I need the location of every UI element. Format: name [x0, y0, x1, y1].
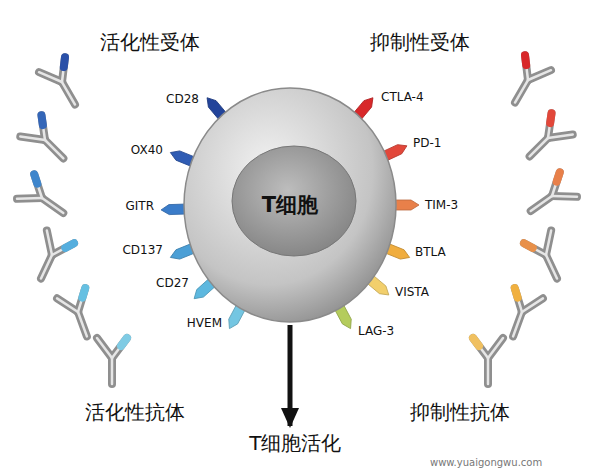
antibody [524, 231, 571, 285]
antibody-group [17, 55, 577, 384]
antibody [502, 55, 551, 110]
watermark: www.yuaigongwu.com [430, 457, 542, 469]
antibody [522, 172, 577, 223]
group-heading: 活化性受体 [100, 30, 200, 54]
node-text: T细胞 [262, 191, 318, 219]
nucleus [232, 146, 356, 256]
antibody [97, 338, 127, 384]
receptor-name: GITR [125, 199, 154, 213]
node-text: T细胞活化 [249, 430, 342, 457]
activation-arrow [288, 325, 293, 426]
cell-body: T细胞 [183, 87, 397, 323]
antibody [27, 231, 74, 285]
receptor-name: PD-1 [413, 136, 441, 150]
antibody [20, 115, 74, 169]
receptor-name: BTLA [415, 245, 446, 259]
receptor-name: VISTA [395, 285, 429, 299]
antibody [17, 174, 72, 225]
receptor-name: TIM-3 [425, 198, 458, 212]
receptor-name: CTLA-4 [381, 90, 424, 104]
antibody [473, 338, 503, 384]
antibody [57, 288, 101, 341]
receptor-name: OX40 [131, 143, 163, 157]
antibody [499, 288, 543, 341]
antibody [39, 57, 88, 112]
antibody [519, 113, 573, 167]
receptor-name: CD137 [122, 243, 163, 257]
group-heading: 活化性抗体 [85, 400, 185, 424]
receptor-name: LAG-3 [358, 324, 394, 338]
result-text-box: T细胞活化 [241, 428, 350, 459]
receptor-name: CD28 [166, 92, 199, 106]
group-heading: 抑制性抗体 [410, 400, 510, 424]
group-heading: 抑制性受体 [370, 30, 470, 54]
receptor-name: CD27 [156, 276, 189, 290]
receptor-name: HVEM [187, 316, 222, 330]
